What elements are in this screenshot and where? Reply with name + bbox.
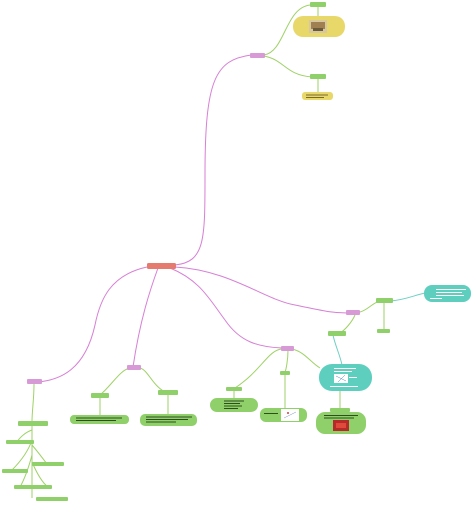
green-note-map[interactable] bbox=[260, 408, 307, 422]
subtopic-middle-left-1[interactable] bbox=[91, 393, 109, 398]
subtopic-middle-right-3[interactable] bbox=[330, 408, 350, 412]
branch-line-left bbox=[37, 266, 148, 383]
map-thumbnail-icon bbox=[281, 409, 299, 421]
subtopic-right-2[interactable] bbox=[328, 331, 346, 336]
green-note-list[interactable] bbox=[210, 398, 258, 412]
main-topic-middle-right[interactable] bbox=[281, 346, 294, 351]
teal-note-map[interactable] bbox=[319, 364, 372, 391]
subtopic-left-root[interactable] bbox=[18, 421, 48, 426]
teal-lines bbox=[332, 292, 426, 366]
image-block-yellow[interactable] bbox=[293, 16, 345, 37]
small-leaf-right[interactable] bbox=[377, 329, 390, 333]
main-branch-lines bbox=[37, 54, 348, 383]
text-block-yellow[interactable] bbox=[302, 92, 333, 100]
left-leaf-2[interactable] bbox=[32, 462, 64, 466]
subtopic-middle-left-2[interactable] bbox=[158, 390, 178, 395]
subtopic-middle-right-2[interactable] bbox=[280, 371, 290, 375]
subtopic-middle-right-1[interactable] bbox=[226, 387, 242, 391]
main-topic-top[interactable] bbox=[250, 53, 265, 58]
green-note-middle-right[interactable] bbox=[140, 414, 197, 426]
map-thumbnail-icon bbox=[334, 374, 348, 383]
branch-line-top bbox=[174, 54, 252, 266]
branch-line-middle-right bbox=[169, 267, 283, 349]
main-topic-right[interactable] bbox=[346, 310, 360, 315]
left-leaf-3[interactable] bbox=[2, 469, 28, 473]
main-topic-middle-left[interactable] bbox=[127, 365, 141, 370]
green-note-middle-left[interactable] bbox=[70, 415, 129, 424]
branch-line-middle bbox=[132, 267, 159, 368]
main-topic-left[interactable] bbox=[27, 379, 42, 384]
image-icon bbox=[309, 20, 327, 33]
left-leaf-4[interactable] bbox=[14, 485, 52, 489]
green-note-photo[interactable] bbox=[316, 412, 366, 434]
branch-line-right bbox=[174, 266, 348, 314]
subtopic-top-2[interactable] bbox=[310, 74, 326, 79]
subtopic-top-1[interactable] bbox=[310, 2, 326, 7]
left-leaf-1[interactable] bbox=[6, 440, 34, 444]
photo-icon bbox=[333, 420, 349, 431]
left-leaf-5[interactable] bbox=[36, 497, 68, 501]
subtopic-right-1[interactable] bbox=[376, 298, 393, 303]
teal-note-right[interactable] bbox=[424, 285, 471, 302]
central-topic[interactable] bbox=[147, 263, 176, 269]
